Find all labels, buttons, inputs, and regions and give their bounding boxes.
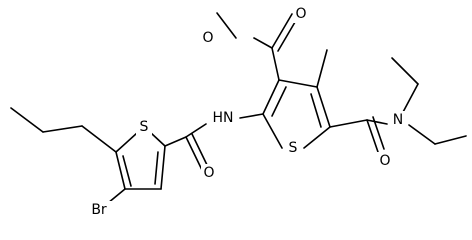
ring-bond-c3-c2 [262, 79, 280, 115]
right-thiophene-sulfur-label: S [289, 140, 298, 156]
methoxy-methyl-bond [216, 12, 237, 39]
propyl-bond-3 [10, 107, 44, 133]
bromine-label: Br [91, 202, 107, 218]
amide2-c-n-bond [366, 119, 388, 125]
propyl-chain [10, 107, 117, 153]
n-ethyl-lower-bond-1 [408, 124, 436, 145]
n-ethyl-lower-bond-2 [434, 135, 467, 145]
ring-bond-c5-s [303, 126, 331, 149]
propyl-bond-1 [81, 125, 117, 153]
nh-ring-bond [239, 113, 264, 119]
ester-o-c-bond [253, 37, 273, 49]
propyl-bond-2 [42, 125, 83, 133]
ring-bond-c2-s [262, 113, 283, 149]
amide-linker [164, 113, 264, 171]
ester-carbonyl-oxygen-label: O [295, 6, 306, 22]
left-ring-bond-c2-s [150, 132, 166, 147]
ring-bond-c4-c5 [316, 86, 331, 128]
ester-group [216, 12, 299, 81]
n-ethyl-upper-bond-2 [391, 57, 419, 85]
ring-bond-c3-c4 [278, 79, 318, 88]
carbonyl-double-bond-a [271, 13, 293, 49]
thiophene-ring-left [115, 132, 166, 190]
amide2-carbonyl-double-a [366, 119, 379, 153]
n-ethyl-upper-bond-1 [401, 83, 419, 115]
ring-bond-c3-c2-inner [271, 86, 287, 117]
left-ring-bond-s-c5 [115, 132, 138, 153]
nh-carbonyl-bond [185, 123, 207, 138]
atom-labels: O O HN S S O N O Br [86, 5, 407, 219]
bromo-bond [107, 188, 126, 204]
methoxy-oxygen-label: O [202, 30, 213, 46]
amide-to-left-ring-bond [164, 136, 187, 147]
ester-to-ring-bond [271, 47, 280, 81]
amide-nh-label: HN [213, 110, 234, 126]
left-ring-bond-c3-c2 [160, 145, 166, 190]
amide-carbonyl-double-a [185, 136, 203, 171]
diethylamide-carbonyl-oxygen-label: O [379, 153, 390, 169]
molecule-structure-diagram: O O HN S S O N O Br [10, 5, 467, 219]
left-ring-bond-c5-c4-inner [122, 155, 132, 187]
ring-bond-c4-c5-inner [310, 93, 322, 128]
amide-carbonyl-double-b [191, 133, 209, 168]
amide2-ring-bond [329, 119, 368, 128]
diethylamide-nitrogen-label: N [393, 112, 403, 128]
thiophene-ring-right [262, 79, 331, 149]
methyl-bond [316, 49, 328, 88]
left-thiophene-sulfur-label: S [140, 119, 149, 135]
diethylamide-group [329, 57, 467, 153]
left-ring-bond-c3-c2-inner [154, 151, 159, 185]
amide-carbonyl-oxygen-label: O [203, 165, 214, 181]
left-ring-bond-c5-c4 [115, 151, 126, 190]
